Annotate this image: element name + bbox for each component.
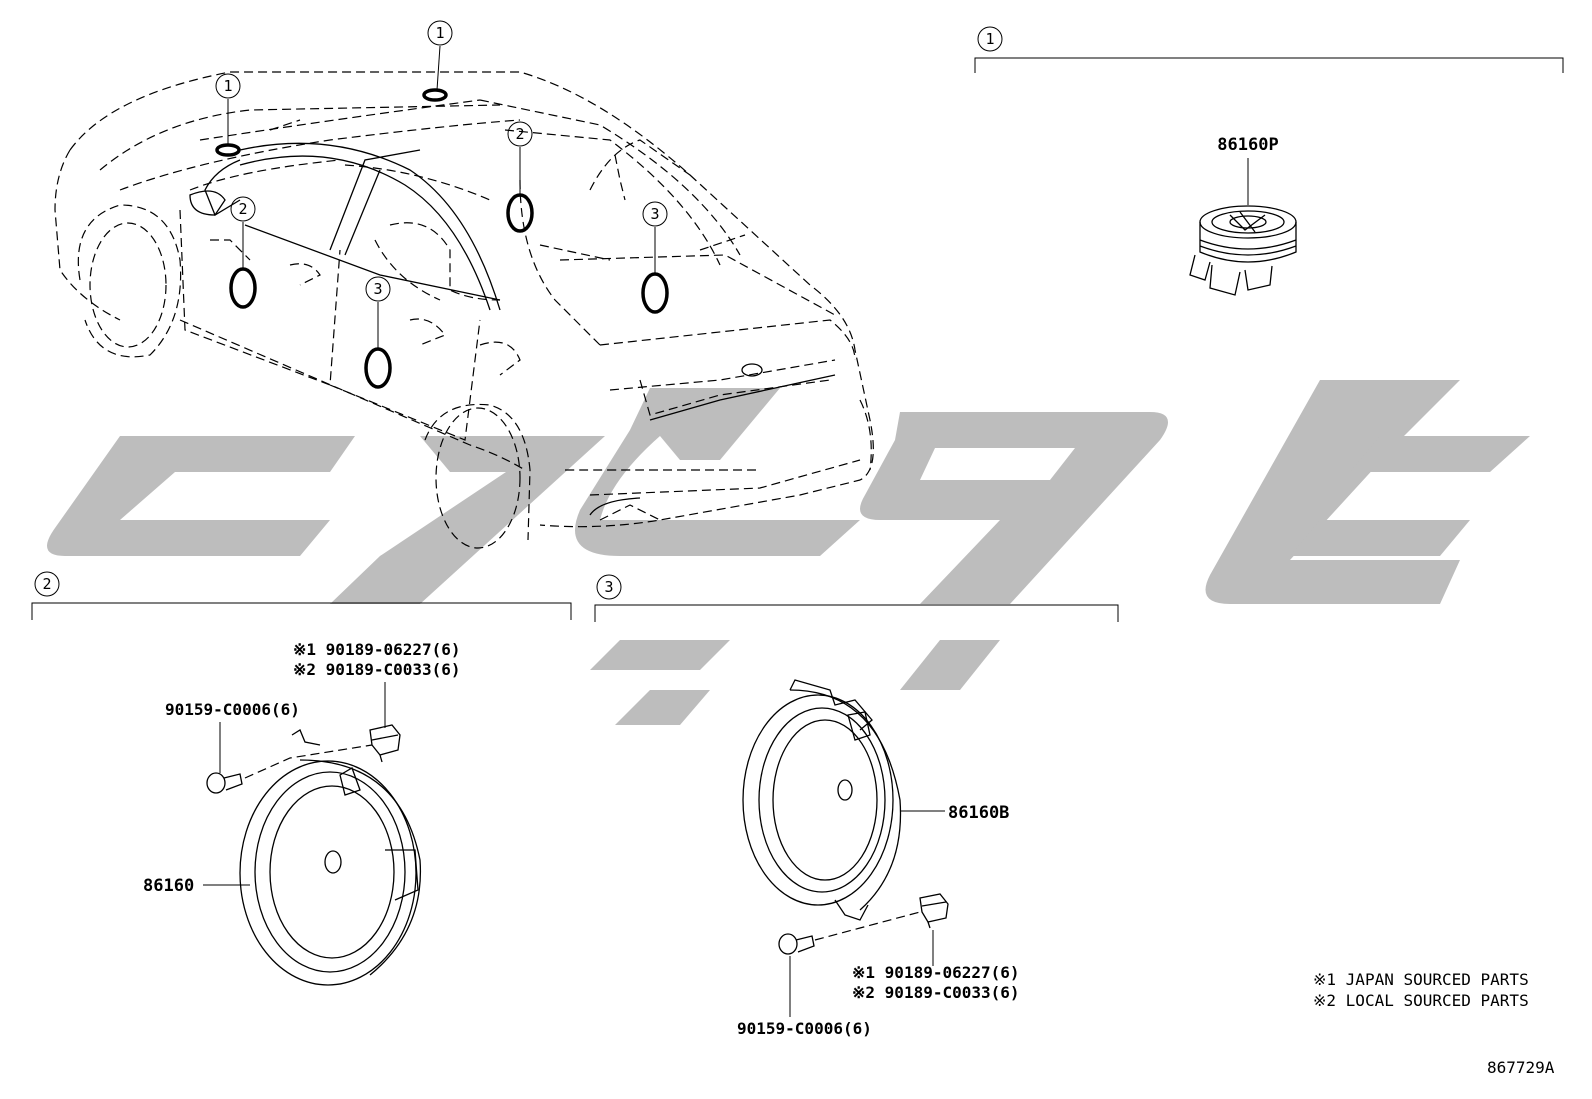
group-3-rear-speaker: 3 86160B ※1 90189-06227(6) ※2 90189-C003 — [594, 574, 1119, 1038]
callout-2-left: 2 — [238, 200, 247, 218]
front-speaker-location-right — [506, 193, 534, 233]
tweeter-location-left — [215, 143, 241, 157]
callout-3-left: 3 — [373, 280, 382, 298]
group-2-front-speaker: 2 ※1 90189-06227(6) ※2 90189-C0033(6) 90… — [31, 571, 572, 986]
g3-screw-drawing — [778, 933, 815, 955]
g3-screw-label: 90159-C0006(6) — [737, 1019, 872, 1038]
g2-clip-1-label: ※1 90189-06227(6) — [293, 640, 461, 659]
diagram-code: 867729A — [1487, 1058, 1555, 1077]
rear-speaker-location-left — [364, 347, 392, 389]
g2-clip-2-label: ※2 90189-C0033(6) — [293, 660, 461, 679]
callout-1-left: 1 — [223, 77, 232, 95]
note-japan: ※1 JAPAN SOURCED PARTS — [1313, 970, 1529, 989]
group-2-number: 2 — [42, 575, 51, 593]
front-speaker-location-left — [229, 267, 257, 309]
callout-3-right: 3 — [650, 205, 659, 223]
g2-clip-drawing — [369, 724, 401, 763]
vehicle-outline — [54, 71, 874, 549]
g2-screw-drawing — [206, 772, 243, 794]
rear-speaker-part-number: 86160B — [948, 803, 1009, 823]
callout-2-right: 2 — [515, 125, 524, 143]
tweeter-drawing — [1189, 205, 1297, 296]
front-speaker-drawing — [239, 729, 422, 986]
tweeter-location-right — [422, 88, 448, 102]
notes: ※1 JAPAN SOURCED PARTS ※2 LOCAL SOURCED … — [1313, 970, 1555, 1077]
g3-clip-1-label: ※1 90189-06227(6) — [852, 963, 1020, 982]
front-speaker-part-number: 86160 — [143, 876, 194, 896]
rear-speaker-location-right — [641, 272, 669, 314]
rear-speaker-drawing — [742, 679, 902, 921]
group-3-number: 3 — [604, 578, 613, 596]
group-1-number: 1 — [985, 30, 994, 48]
callout-1-right: 1 — [435, 24, 444, 42]
group-1-tweeter: 1 86160P — [974, 26, 1564, 296]
note-local: ※2 LOCAL SOURCED PARTS — [1313, 991, 1529, 1010]
g3-clip-2-label: ※2 90189-C0033(6) — [852, 983, 1020, 1002]
g3-clip-drawing — [919, 893, 949, 929]
tweeter-part-number: 86160P — [1217, 135, 1278, 155]
car-callouts: 1 1 2 2 3 3 — [215, 20, 668, 349]
g2-screw-label: 90159-C0006(6) — [165, 700, 300, 719]
watermark-logo — [47, 380, 1530, 725]
